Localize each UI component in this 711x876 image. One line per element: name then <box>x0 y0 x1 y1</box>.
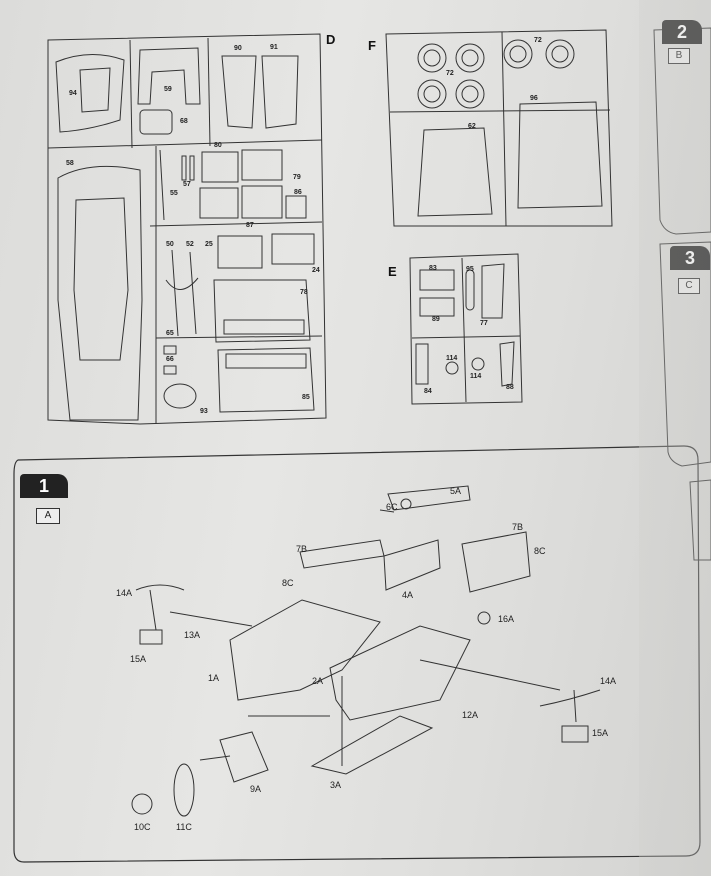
part-number: 93 <box>200 408 208 415</box>
callout-label: 7B <box>296 544 308 554</box>
callout-label: 5A <box>450 486 462 496</box>
part-number: 58 <box>66 160 74 167</box>
callout-label: 13A <box>184 630 201 640</box>
step-3-tab: 3 <box>670 246 710 270</box>
part-number: 78 <box>300 289 308 296</box>
part-number: 62 <box>468 123 476 130</box>
callout-label: 1A <box>208 673 220 683</box>
part-number: 86 <box>294 189 302 196</box>
callout-label: 14A <box>116 588 133 598</box>
part-number: 25 <box>205 241 213 248</box>
callout-label: 10C <box>134 822 151 832</box>
callout-label: 6C <box>386 502 398 512</box>
part-number: 59 <box>164 86 172 93</box>
step-1-box-letter: A <box>36 508 60 524</box>
part-number: 94 <box>69 90 77 97</box>
part-number: 114 <box>446 355 458 362</box>
part-number: 68 <box>180 118 188 125</box>
callout-label: 14A <box>600 676 617 686</box>
callout-label: 8C <box>282 578 294 588</box>
part-number: 88 <box>506 384 514 391</box>
step-2-box-letter: B <box>668 48 690 64</box>
part-number: 72 <box>534 37 542 44</box>
callout-label: 15A <box>592 728 609 738</box>
part-number: 85 <box>302 394 310 401</box>
sprue-f-letter: F <box>368 38 376 53</box>
part-number: 96 <box>530 95 538 102</box>
part-number: 57 <box>183 181 191 188</box>
part-number: 79 <box>293 174 301 181</box>
callout-label: 7B <box>512 522 524 532</box>
part-number: 84 <box>424 388 432 395</box>
part-number: 55 <box>170 190 178 197</box>
part-number: 87 <box>246 222 254 229</box>
callout-label: 16A <box>498 614 515 624</box>
part-number: 24 <box>312 267 320 274</box>
sprue-d-letter: D <box>326 32 336 47</box>
part-number: 80 <box>214 142 222 149</box>
callout-label: 3A <box>330 780 342 790</box>
callout-label: 8C <box>534 546 546 556</box>
callout-label: 12A <box>462 710 479 720</box>
part-number: 72 <box>446 70 454 77</box>
part-number: 89 <box>432 316 440 323</box>
part-number: 77 <box>480 320 488 327</box>
part-number: 95 <box>466 266 474 273</box>
part-number: 50 <box>166 241 174 248</box>
part-number: 65 <box>166 330 174 337</box>
part-number: 91 <box>270 44 278 51</box>
step-2-tab: 2 <box>662 20 702 44</box>
sprue-e-letter: E <box>388 264 397 279</box>
adjacent-page-edge <box>639 0 711 876</box>
callout-label: 9A <box>250 784 262 794</box>
part-number: 114 <box>470 373 482 380</box>
callout-label: 11C <box>176 822 192 832</box>
callout-label: 2A <box>312 676 324 686</box>
part-number: 90 <box>234 45 242 52</box>
part-number: 66 <box>166 356 174 363</box>
step-1-tab: 1 <box>20 474 68 498</box>
callout-label: 4A <box>402 590 414 600</box>
part-number: 52 <box>186 241 194 248</box>
callout-label: 15A <box>130 654 147 664</box>
part-number: 83 <box>429 265 437 272</box>
step-3-box-letter: C <box>678 278 700 294</box>
